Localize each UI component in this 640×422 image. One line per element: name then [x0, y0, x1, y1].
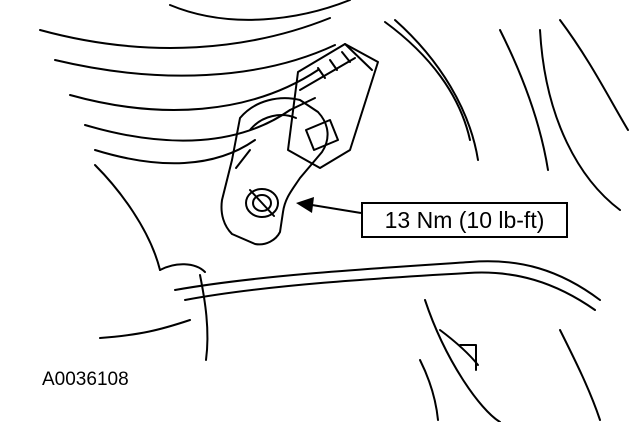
figure-id: A0036108 — [42, 369, 129, 390]
sensor-connector — [287, 43, 379, 169]
lower-housing — [94, 164, 601, 422]
engine-block-contours — [39, 0, 629, 211]
callout-pointer — [296, 197, 362, 214]
mounting-bolt — [245, 188, 279, 218]
torque-callout: 13 Nm (10 lb-ft) — [361, 202, 568, 238]
torque-label: 13 Nm (10 lb-ft) — [384, 206, 545, 233]
arrow-left-icon — [296, 197, 314, 213]
